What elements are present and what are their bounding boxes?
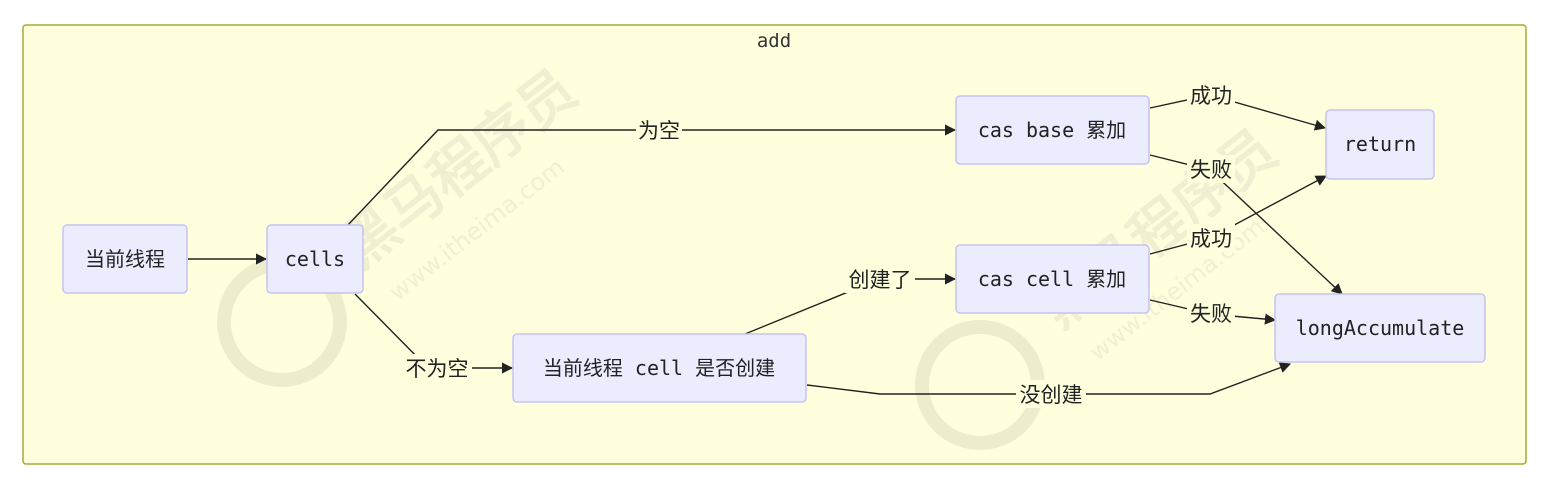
node-long-accumulate[interactable]: longAccumulate: [1274, 293, 1486, 363]
edge-label-created: 创建了: [845, 265, 915, 293]
node-return[interactable]: return: [1325, 109, 1435, 180]
node-label: cells: [285, 247, 345, 271]
edge-label-text: 失败: [1190, 302, 1232, 326]
node-current-thread[interactable]: 当前线程: [62, 224, 188, 294]
node-label: longAccumulate: [1296, 316, 1465, 340]
cluster-title: add: [757, 30, 791, 52]
edge-cells-empty: [346, 124, 957, 227]
cluster-add: add: [22, 24, 1527, 465]
edge-label-text: 成功: [1190, 227, 1232, 251]
edge-label-cell-fail: 失败: [1187, 299, 1235, 327]
node-cas-cell[interactable]: cas cell 累加: [955, 244, 1150, 314]
nodes: 当前线程 cells cas base 累加 当前线程 cell 是否创建 ca…: [62, 95, 1486, 403]
edge-label-text: 为空: [638, 119, 680, 143]
node-label: cas cell 累加: [978, 267, 1126, 291]
node-cells[interactable]: cells: [266, 224, 364, 294]
edge-label-text: 没创建: [1020, 383, 1083, 407]
edge-label-text: 不为空: [406, 357, 469, 381]
edge-label-not-created: 没创建: [1016, 380, 1086, 408]
edge-label-text: 失败: [1190, 158, 1232, 182]
edge-label-base-success: 成功: [1187, 81, 1235, 109]
edge-label-text: 创建了: [849, 268, 912, 292]
edge-label-not-empty: 不为空: [402, 354, 472, 382]
node-cas-base[interactable]: cas base 累加: [955, 95, 1150, 165]
node-label: cas base 累加: [978, 118, 1126, 142]
edge-label-cell-success: 成功: [1187, 224, 1235, 252]
node-label: return: [1344, 132, 1416, 156]
edge-labels: 为空 不为空 创建了 没创建 成功 失败 成功 失败: [402, 81, 1235, 408]
edge-label-text: 成功: [1190, 84, 1232, 108]
edge-label-base-fail: 失败: [1187, 155, 1235, 183]
node-label: 当前线程: [85, 247, 165, 271]
node-cell-created-check[interactable]: 当前线程 cell 是否创建: [512, 333, 807, 403]
node-label: 当前线程 cell 是否创建: [543, 356, 775, 380]
cluster-box: [22, 24, 1527, 465]
edge-label-empty: 为空: [636, 116, 682, 144]
